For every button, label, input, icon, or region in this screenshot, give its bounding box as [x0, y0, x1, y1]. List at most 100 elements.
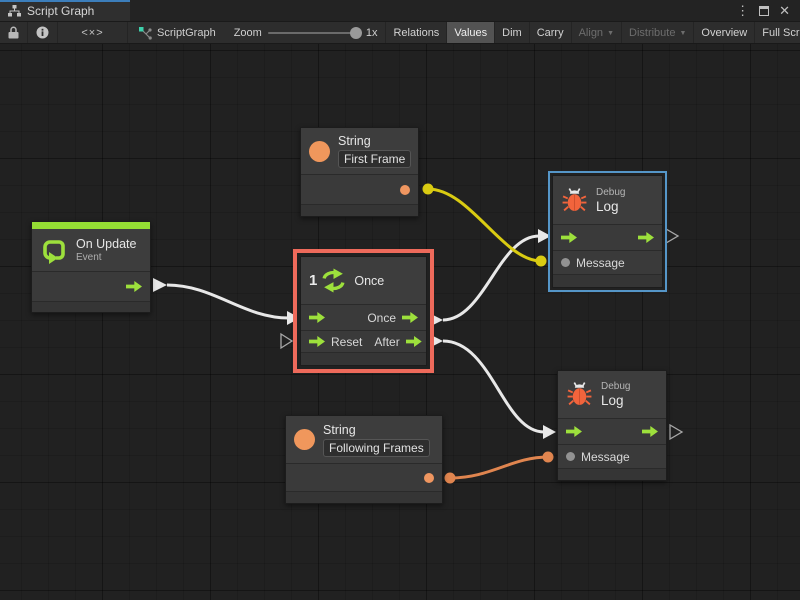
node-title: Log: [601, 393, 624, 408]
node-kind-label: Debug: [601, 381, 631, 392]
node-title: String: [338, 134, 371, 148]
node-title: String: [323, 422, 356, 437]
window-controls: ⋮ ✕: [736, 0, 800, 21]
wire-after-to-debugbottom[interactable]: [429, 334, 556, 439]
node-once-header: 1 Once: [301, 257, 426, 304]
node-footer: [553, 274, 662, 287]
string-following-output-row: [286, 463, 442, 491]
dim-button[interactable]: Dim: [494, 22, 529, 43]
flow-output-port[interactable]: [638, 232, 654, 243]
string-first-output-row: [301, 174, 418, 204]
debug-top-message-row: Message: [553, 250, 662, 274]
flow-input-port[interactable]: [566, 426, 582, 437]
code-preview-button[interactable]: <×>: [58, 22, 128, 43]
zoom-slider[interactable]: [267, 26, 362, 39]
bug-icon: [567, 382, 592, 406]
string-literal-icon: [309, 140, 330, 162]
flow-output-port[interactable]: [642, 426, 658, 437]
close-icon[interactable]: ✕: [779, 2, 790, 18]
node-title: Once: [354, 273, 385, 288]
once-cycle-icon: [322, 268, 345, 293]
node-string-first[interactable]: String First Frame: [300, 127, 419, 217]
graph-hierarchy-icon: [8, 4, 21, 16]
node-string-following[interactable]: String Following Frames: [285, 415, 443, 504]
reset-port-hint-icon[interactable]: [280, 332, 294, 350]
tab-bar: Script Graph ⋮ ✕: [0, 0, 800, 22]
node-on-update[interactable]: On Update Event: [31, 221, 151, 313]
reset-input-port[interactable]: [309, 336, 325, 347]
fullscreen-button[interactable]: Full Screen: [754, 22, 800, 43]
node-on-update-header: On Update Event: [32, 229, 150, 271]
inspect-button[interactable]: [28, 22, 58, 43]
node-debug-log-bottom[interactable]: Debug Log Message: [557, 370, 667, 481]
zoom-slider-knob[interactable]: [349, 26, 362, 39]
reset-label: Reset: [331, 334, 363, 349]
graph-breadcrumb[interactable]: ScriptGraph: [128, 22, 226, 43]
node-debug-top-header: Debug Log: [553, 176, 662, 224]
zoom-label: Zoom: [233, 26, 262, 39]
graph-canvas[interactable]: On Update Event String First Frame: [0, 44, 800, 600]
after-output-port[interactable]: [405, 336, 422, 347]
node-once[interactable]: 1 Once Once Reset After: [300, 256, 427, 366]
flow-input-port[interactable]: [561, 232, 577, 243]
tab-script-graph[interactable]: Script Graph: [0, 0, 130, 21]
message-input-port[interactable]: [566, 452, 575, 461]
once-flow-row: Once: [301, 304, 426, 330]
once-output-port[interactable]: [402, 312, 418, 323]
script-graph-icon: [139, 26, 152, 40]
wire-once-to-debugtop[interactable]: [429, 229, 551, 327]
node-footer: [301, 204, 418, 216]
string-output-port[interactable]: [424, 472, 434, 483]
bug-icon: [562, 187, 587, 211]
flow-input-port[interactable]: [309, 312, 325, 323]
message-label: Message: [576, 255, 625, 270]
debugbottom-flow-hint-icon[interactable]: [669, 423, 684, 441]
message-label: Message: [581, 449, 630, 464]
wire-stringfirst-to-message[interactable]: [422, 183, 547, 267]
string-value-input[interactable]: First Frame: [338, 150, 412, 168]
graph-name-label: ScriptGraph: [157, 26, 216, 39]
once-count-badge: 1: [309, 272, 318, 289]
carry-button[interactable]: Carry: [528, 22, 571, 43]
debug-bottom-message-row: Message: [558, 444, 666, 468]
window-menu-icon[interactable]: ⋮: [736, 2, 750, 18]
values-button[interactable]: Values: [446, 22, 495, 43]
chevron-down-icon: ▼: [607, 30, 614, 37]
message-input-port[interactable]: [561, 258, 570, 267]
string-value-input[interactable]: Following Frames: [323, 438, 430, 457]
event-accent-bar: [32, 222, 150, 229]
debug-top-flow-row: [553, 224, 662, 250]
node-title: Log: [596, 198, 619, 214]
wire-onupdate-to-once[interactable]: [153, 278, 300, 325]
align-dropdown[interactable]: Align ▼: [570, 22, 621, 43]
debugtop-flow-hint-icon[interactable]: [665, 227, 680, 245]
distribute-dropdown[interactable]: Distribute ▼: [621, 22, 693, 43]
tab-label: Script Graph: [27, 3, 95, 18]
overview-button[interactable]: Overview: [693, 22, 754, 43]
lock-icon: [8, 26, 19, 39]
toolbar-toggle-group: Relations Values Dim Carry Align ▼ Distr…: [385, 22, 800, 43]
node-footer: [558, 468, 666, 480]
after-output-label: After: [374, 334, 400, 349]
wire-stringfollowing-to-message[interactable]: [444, 451, 554, 484]
zoom-value: 1x: [365, 26, 378, 39]
active-tab-accent: [0, 0, 130, 2]
node-title: On Update: [76, 237, 137, 251]
lock-button[interactable]: [0, 22, 28, 43]
node-string-first-header: String First Frame: [301, 128, 418, 174]
zoom-control: Zoom 1x: [226, 22, 386, 43]
update-loop-icon: [43, 240, 65, 264]
code-brackets-icon: <×>: [81, 26, 104, 39]
flow-output-port[interactable]: [126, 281, 142, 292]
chevron-down-icon: ▼: [679, 30, 687, 37]
once-reset-row: Reset After: [301, 330, 426, 352]
relations-button[interactable]: Relations: [385, 22, 446, 43]
node-debug-log-top[interactable]: Debug Log Message: [552, 175, 663, 288]
info-icon: [36, 26, 49, 39]
node-string-following-header: String Following Frames: [286, 416, 442, 463]
node-subtitle: Event: [76, 252, 102, 263]
string-output-port[interactable]: [400, 184, 410, 195]
maximize-icon[interactable]: [759, 5, 770, 16]
once-output-label: Once: [367, 310, 396, 325]
